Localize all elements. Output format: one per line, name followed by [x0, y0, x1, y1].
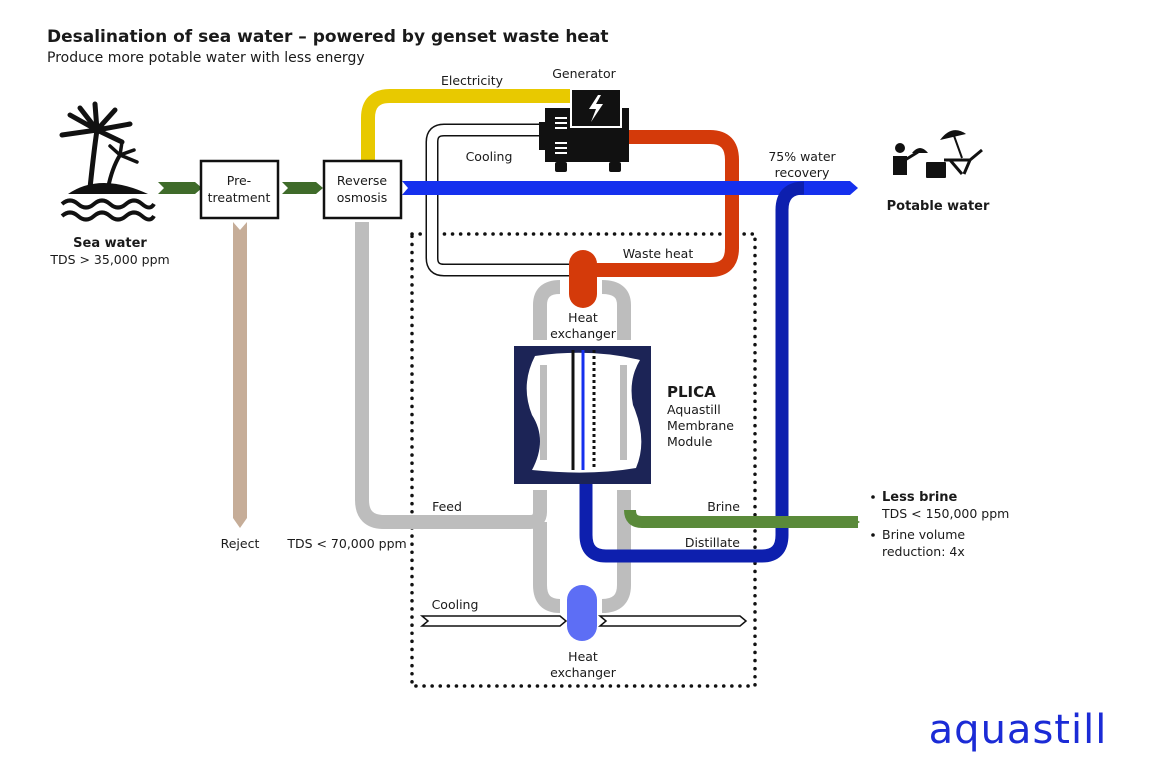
- electricity-label: Electricity: [441, 73, 504, 88]
- feed-to-bottom-hx: [533, 522, 561, 613]
- cooling-bottom-out: [597, 615, 748, 627]
- module-boundary: [410, 232, 757, 688]
- generator-icon: [539, 88, 629, 172]
- brine-arrow: [850, 516, 860, 528]
- potable-water-label: Potable water: [887, 199, 990, 214]
- sea-to-pretreatment-arrow: [158, 182, 202, 194]
- distillate-flow: [579, 181, 805, 563]
- aquastill-logo: aquastill: [929, 707, 1108, 753]
- plica-line-2: Membrane: [667, 418, 734, 433]
- brine-label: Brine: [707, 499, 740, 514]
- hx-top-feed-out: [601, 280, 631, 340]
- cooling-top-label: Cooling: [466, 149, 513, 164]
- distillate-label: Distillate: [685, 535, 740, 550]
- recovery-label-2: recovery: [775, 165, 830, 180]
- pretreatment-label-1: Pre-: [227, 173, 251, 188]
- sea-water-label: Sea water: [73, 236, 147, 251]
- hx-bottom-label-1: Heat: [568, 649, 598, 664]
- cooling-loop-top: [427, 125, 570, 275]
- plica-line-1: Aquastill: [667, 402, 721, 417]
- hx-top-feed-in: [533, 280, 561, 340]
- note-1-line-1: Less brine: [882, 490, 958, 505]
- waste-heat-label: Waste heat: [623, 246, 694, 261]
- hx-top-label-2: exchanger: [550, 326, 617, 341]
- feed-flow: [355, 222, 547, 529]
- island-palm-icon: [59, 101, 156, 222]
- cooling-bottom-in: [419, 615, 568, 627]
- bottom-hx-return: [601, 490, 631, 613]
- brine-flow: [624, 509, 858, 528]
- pretreatment-box: Pre- treatment: [199, 159, 280, 220]
- heat-exchanger-bottom: [567, 585, 597, 641]
- generator-label: Generator: [552, 66, 616, 81]
- reject-flow: [233, 222, 247, 528]
- plica-name: PLICA: [667, 383, 716, 401]
- cooling-bottom-label: Cooling: [432, 597, 479, 612]
- brine-notes: Less brine TDS < 150,000 ppm Brine volum…: [871, 490, 1009, 559]
- sea-water-tds: TDS > 35,000 ppm: [49, 252, 169, 267]
- ro-label-1: Reverse: [337, 173, 388, 188]
- pretreatment-to-ro-arrow: [282, 182, 323, 194]
- reject-label: Reject: [221, 536, 260, 551]
- ro-brine-tds-label: TDS < 70,000 ppm: [286, 536, 406, 551]
- note-2-line-2: reduction: 4x: [882, 544, 965, 559]
- electricity-flow: [361, 89, 570, 160]
- feed-label: Feed: [432, 499, 462, 514]
- resort-icon: [893, 130, 983, 178]
- pretreatment-label-2: treatment: [208, 190, 271, 205]
- note-2-line-1: Brine volume: [882, 527, 965, 542]
- plica-line-3: Module: [667, 434, 713, 449]
- hx-bottom-label-2: exchanger: [550, 665, 617, 680]
- plica-membrane-module: [514, 346, 651, 484]
- reverse-osmosis-box: Reverse osmosis: [322, 159, 403, 220]
- hx-top-label-1: Heat: [568, 310, 598, 325]
- waste-heat-flow: [596, 130, 739, 277]
- ro-label-2: osmosis: [337, 190, 387, 205]
- diagram-title: Desalination of sea water – powered by g…: [47, 27, 609, 47]
- recovery-label-1: 75% water: [768, 149, 836, 164]
- heat-exchanger-top: [569, 250, 597, 308]
- potable-water-flow: [402, 181, 858, 195]
- diagram-subtitle: Produce more potable water with less ene…: [47, 50, 365, 66]
- note-1-line-2: TDS < 150,000 ppm: [881, 506, 1009, 521]
